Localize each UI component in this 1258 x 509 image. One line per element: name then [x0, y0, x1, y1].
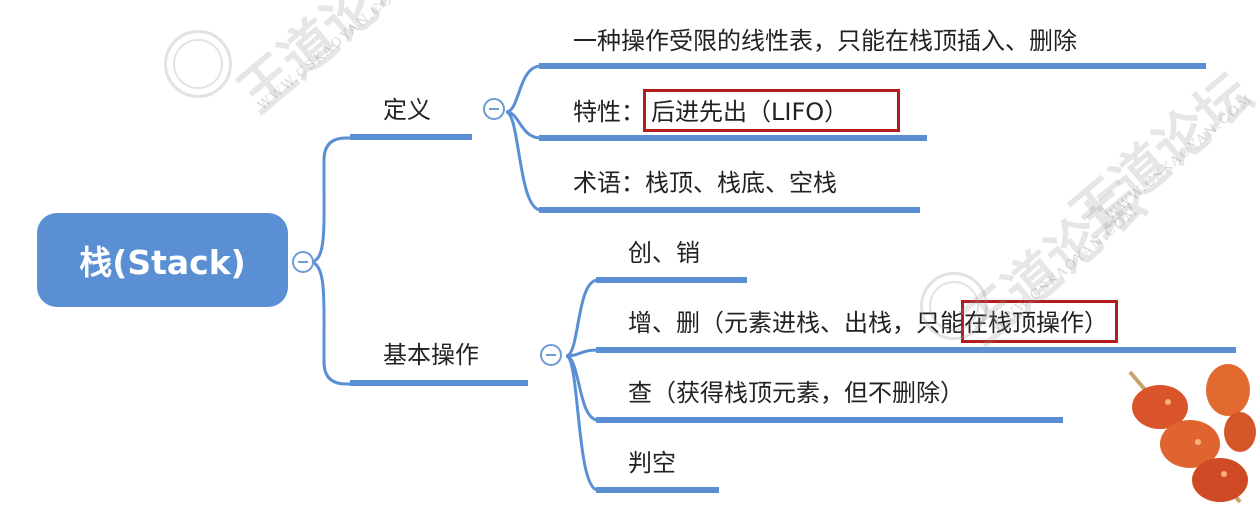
link-def-1 [505, 64, 542, 114]
branch-underline-definition [350, 134, 472, 140]
seal-logo [920, 272, 988, 340]
child-node[interactable]: 创、销 [628, 239, 700, 267]
child-node[interactable]: 特性：后进先出（LIFO） [573, 97, 848, 127]
branch-label-definition[interactable]: 定义 [383, 96, 431, 124]
child-underline [539, 135, 927, 141]
child-node[interactable]: 术语：栈顶、栈底、空栈 [573, 169, 837, 197]
root-label: 栈(Stack) [79, 243, 246, 282]
collapse-icon[interactable] [540, 344, 562, 366]
collapse-icon[interactable] [483, 98, 505, 120]
collapse-icon[interactable] [292, 251, 314, 273]
link-root-operations [309, 260, 352, 386]
child-node[interactable]: 查（获得栈顶元素，但不删除） [628, 379, 964, 407]
child-node[interactable]: 判空 [628, 449, 676, 477]
child-prefix: 特性： [573, 98, 645, 126]
branch-label-operations[interactable]: 基本操作 [383, 341, 479, 369]
seal-logo [164, 30, 232, 98]
child-suffix: 操作） [1036, 309, 1108, 337]
child-underline [596, 277, 747, 283]
child-underline [539, 207, 920, 213]
child-underline [596, 347, 1236, 353]
highlight-box [643, 89, 900, 132]
food-skewer-image [1128, 364, 1256, 504]
link-def-3 [505, 110, 542, 212]
root-node[interactable]: 栈(Stack) [37, 213, 288, 307]
link-op-4 [565, 354, 599, 492]
link-op-1 [565, 278, 599, 358]
child-underline [596, 487, 719, 493]
branch-underline-operations [350, 380, 528, 386]
highlighted-text: 后进先出（LIFO） [651, 98, 849, 126]
child-node[interactable]: 一种操作受限的线性表，只能在栈顶插入、删除 [573, 27, 1077, 55]
child-underline [539, 63, 1206, 69]
link-root-definition [309, 136, 352, 264]
child-underline [596, 417, 1063, 423]
child-prefix: 增、删（元素进栈、出栈， [628, 309, 916, 337]
